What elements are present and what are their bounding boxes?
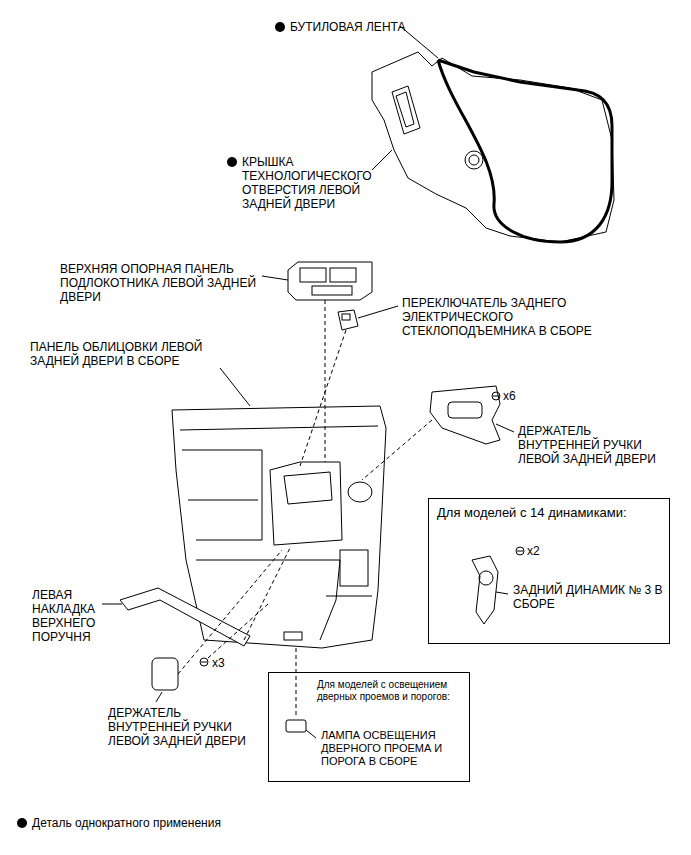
condition-box: Для моделей с освещением дверных проемов…	[268, 672, 470, 782]
speaker-cone	[479, 571, 493, 585]
armrest-slot	[312, 286, 352, 295]
cover-slot	[392, 86, 420, 134]
screw	[200, 658, 208, 666]
part-label: ВЕРХНЯЯ ОПОРНАЯ ПАНЕЛЬ ПОДЛОКОТНИКА ЛЕВО…	[60, 262, 260, 304]
legend-text: Деталь однократного применения	[32, 816, 332, 830]
part-label: КРЫШКА ТЕХНОЛОГИЧЕСКОГО ОТВЕРСТИЯ ЛЕВОЙ …	[242, 155, 392, 211]
butyl-tape	[438, 60, 612, 242]
condition-heading: Для моделей с 14 динамиками:	[437, 505, 637, 521]
trim-line	[188, 500, 258, 501]
cover-panel	[372, 52, 614, 242]
part-label: ПАНЕЛЬ ОБЛИЦОВКИ ЛЕВОЙ ЗАДНЕЙ ДВЕРИ В СБ…	[30, 340, 230, 368]
part-label: ЛАМПА ОСВЕЩЕНИЯ ДВЕРНОГО ПРОЕМА И ПОРОГА…	[321, 729, 461, 768]
quantity-label: x2	[527, 544, 557, 558]
leader-lines	[102, 26, 514, 738]
quantity-label: x3	[212, 656, 242, 670]
part-label: ЗАДНИЙ ДИНАМИК № 3 В СБОРЕ	[513, 583, 663, 611]
single-use-dot	[17, 22, 285, 828]
window-switch	[338, 310, 358, 330]
quantity-label: x6	[503, 389, 533, 403]
armrest-slot	[330, 268, 356, 282]
armrest-slot	[300, 268, 326, 282]
trim-speaker	[340, 550, 368, 586]
speaker	[472, 556, 498, 624]
screw	[492, 392, 500, 400]
armrest-panel	[288, 262, 372, 300]
cover-hole-inner	[469, 155, 479, 165]
screw	[516, 547, 524, 555]
trim-line	[326, 596, 372, 597]
assembly-lines	[178, 300, 432, 716]
window-switch-key	[342, 314, 350, 320]
handle-holder	[152, 658, 178, 690]
condition-heading: Для моделей с освещением дверных проемов…	[317, 679, 465, 703]
part-label: ДЕРЖАТЕЛЬ ВНУТРЕННЕЙ РУЧКИ ЛЕВОЙ ЗАДНЕЙ …	[518, 424, 668, 466]
trim-line	[182, 450, 262, 540]
part-label: БУТИЛОВАЯ ЛЕНТА	[290, 20, 470, 34]
condition-box: Для моделей с 14 динамиками: x2ЗАДНИЙ ДИН…	[428, 498, 670, 644]
trim-lock	[348, 482, 372, 502]
part-label: ЛЕВАЯ НАКЛАДКА ВЕРХНЕГО ПОРУЧНЯ	[32, 588, 112, 644]
part-label: ДЕРЖАТЕЛЬ ВНУТРЕННЕЙ РУЧКИ ЛЕВОЙ ЗАДНЕЙ …	[108, 706, 258, 748]
trim-line	[180, 426, 378, 430]
cover-hole	[465, 151, 483, 169]
courtesy-lamp	[286, 720, 306, 732]
trim-pocket	[284, 472, 332, 504]
trim-lamp-hole	[284, 632, 302, 640]
cover-slot-inner	[396, 92, 414, 127]
handle-bracket-hole	[448, 402, 482, 418]
trim-handle-area	[270, 462, 342, 545]
handle-bracket	[430, 386, 500, 444]
part-label: ПЕРЕКЛЮЧАТЕЛЬ ЗАДНЕГО ЭЛЕКТРИЧЕСКОГО СТЕ…	[402, 296, 632, 338]
